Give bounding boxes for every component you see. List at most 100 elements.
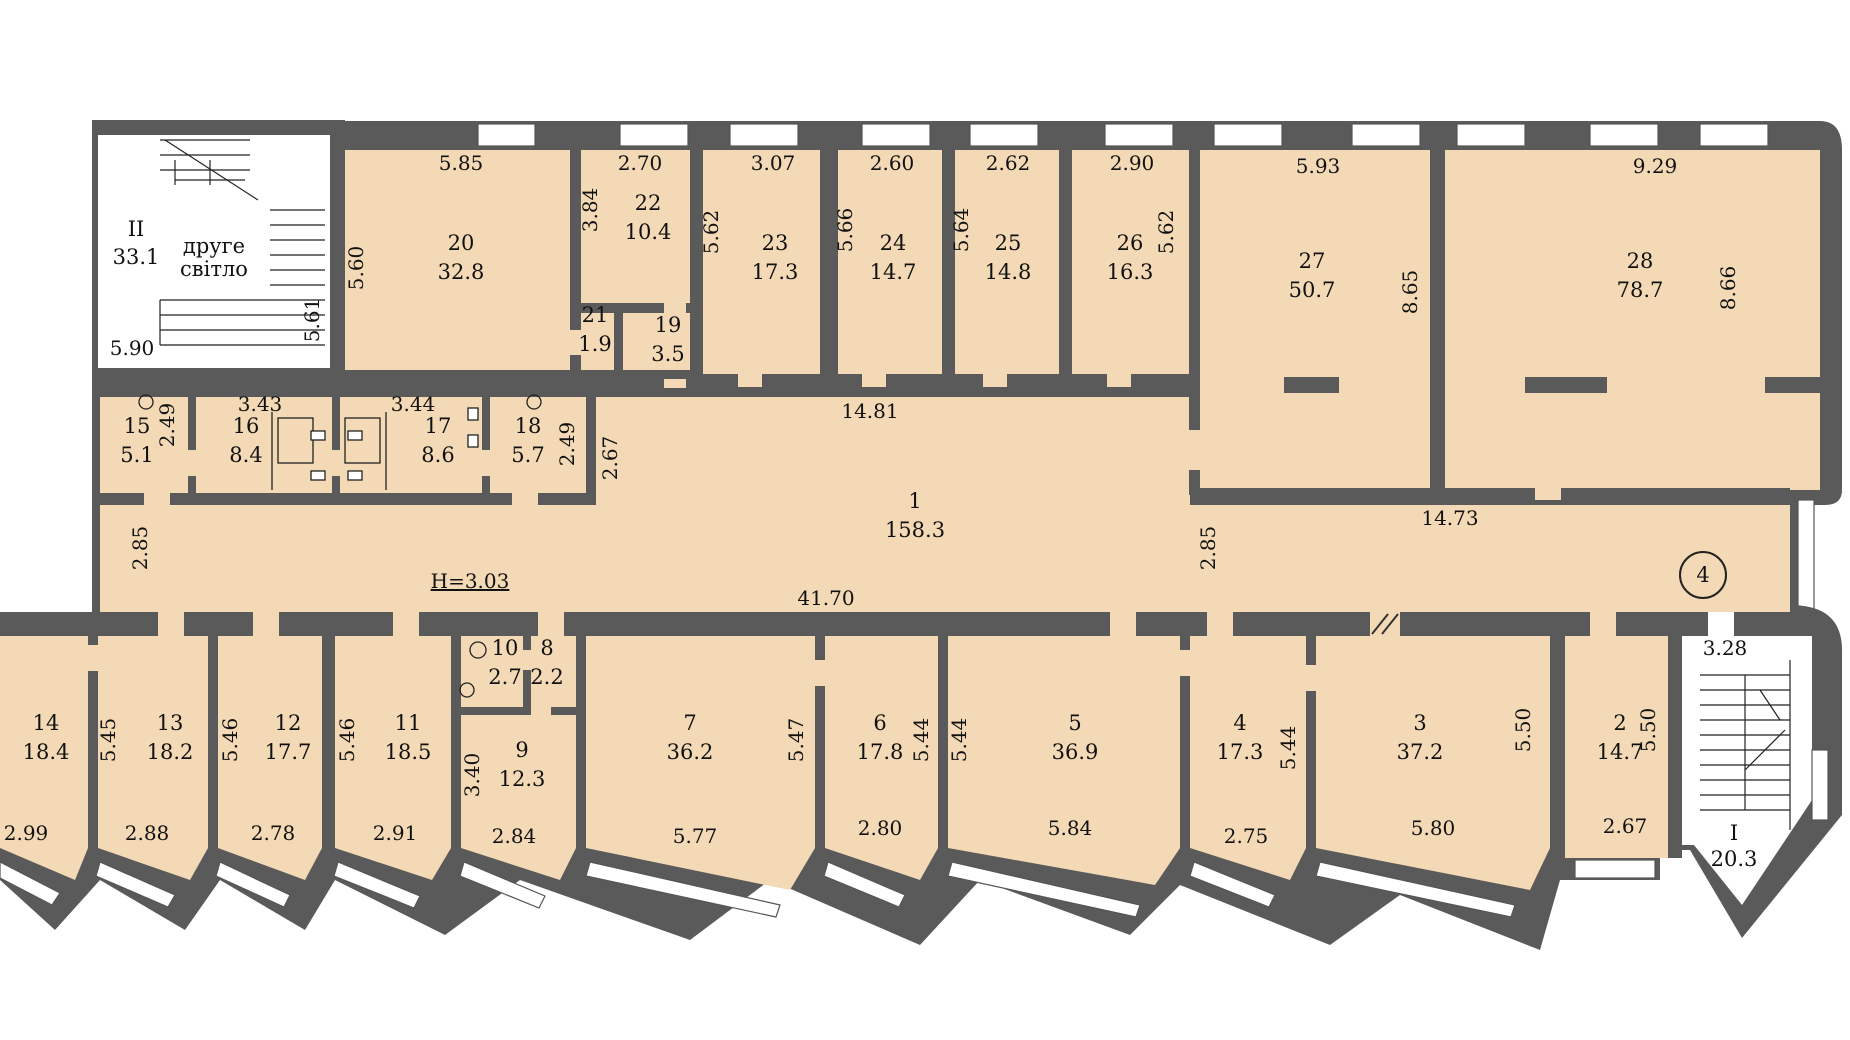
room-number-19: 19 xyxy=(655,313,682,337)
room-area-3: 37.2 xyxy=(1397,740,1444,764)
dimension-d_c5: 2.85 xyxy=(1196,526,1220,571)
second-light-box xyxy=(162,232,267,294)
dimension-d_5h: 5.44 xyxy=(947,718,971,763)
room-number-25: 25 xyxy=(995,231,1022,255)
room-26-floor xyxy=(1072,150,1189,374)
room-area-20: 32.8 xyxy=(438,260,485,284)
room-number-3: 3 xyxy=(1413,711,1426,735)
room-area-16: 8.4 xyxy=(229,443,262,467)
dimension-d_26w: 2.90 xyxy=(1110,151,1155,175)
dimension-d_4h: 5.44 xyxy=(1276,726,1300,771)
room-11-floor xyxy=(335,636,451,880)
dimension-d_3h: 5.50 xyxy=(1511,708,1535,753)
room-area-2: 14.7 xyxy=(1597,740,1644,764)
room-22-floor xyxy=(581,150,690,303)
room-20-floor xyxy=(345,150,570,370)
room-area-26: 16.3 xyxy=(1107,260,1154,284)
top-wing xyxy=(92,120,1842,626)
room-25-floor xyxy=(955,150,1059,374)
room-number-16: 16 xyxy=(233,414,260,438)
room-area-14: 18.4 xyxy=(23,740,70,764)
room-area-6: 17.8 xyxy=(857,740,904,764)
room-1-floor xyxy=(100,397,1790,612)
doors-bottom xyxy=(88,612,1734,715)
dimension-d_c6: 41.70 xyxy=(797,586,854,610)
room-number-15: 15 xyxy=(124,414,151,438)
dimension-d_st2w: 5.90 xyxy=(110,336,155,360)
room-number-12: 12 xyxy=(275,711,302,735)
dimension-d_4w: 2.75 xyxy=(1224,824,1269,848)
room-number-6: 6 xyxy=(873,711,886,735)
dimension-d_25w: 2.62 xyxy=(986,151,1031,175)
room-number-9: 9 xyxy=(515,738,528,762)
room-8-floor xyxy=(531,636,576,707)
second-light-line2: світло xyxy=(180,257,248,281)
room-27-floor xyxy=(1200,150,1430,495)
windows-top xyxy=(477,123,1815,626)
room-number-13: 13 xyxy=(157,711,184,735)
dimension-d_18h: 2.49 xyxy=(555,422,579,467)
room-area-13: 18.2 xyxy=(147,740,194,764)
room-area-17: 8.6 xyxy=(421,443,454,467)
dimension-d_2h: 5.50 xyxy=(1636,708,1660,753)
room-number-4: 4 xyxy=(1233,711,1246,735)
room-area-22: 10.4 xyxy=(625,220,672,244)
room-number-7: 7 xyxy=(683,711,696,735)
dimension-d_26h: 5.62 xyxy=(1154,210,1178,255)
room-18-floor xyxy=(490,397,586,493)
dimension-d_12w: 2.78 xyxy=(251,821,296,845)
room-area-27: 50.7 xyxy=(1289,278,1336,302)
room-area-7: 36.2 xyxy=(667,740,714,764)
room-number-8: 8 xyxy=(540,636,553,660)
room-7-floor xyxy=(586,636,815,890)
dimension-d_23w: 3.07 xyxy=(751,151,796,175)
dimension-d_27h: 8.65 xyxy=(1398,270,1422,315)
room-area-15: 5.1 xyxy=(120,443,153,467)
room-number-18: 18 xyxy=(515,414,542,438)
stair-I-area xyxy=(1682,636,1812,905)
room-area-1: 158.3 xyxy=(885,518,945,542)
dimension-d_11h: 5.46 xyxy=(335,718,359,763)
room-number-24: 24 xyxy=(880,231,907,255)
dimension-d_c1: 2.67 xyxy=(598,436,622,481)
wc-fixtures-bottom xyxy=(459,641,487,698)
dimension-d_7w: 5.77 xyxy=(673,824,718,848)
room-number-1: 1 xyxy=(908,489,921,513)
room-area-5: 36.9 xyxy=(1052,740,1099,764)
room-9-floor xyxy=(461,715,576,880)
dimension-d_17w: 3.44 xyxy=(391,392,436,416)
dimension-d_st1w: 3.28 xyxy=(1703,636,1748,660)
room-17-floor xyxy=(340,397,482,493)
stair-II-treads xyxy=(159,139,325,346)
stair-II-wall-left xyxy=(92,120,98,380)
doors-top xyxy=(144,303,1561,505)
room-3-floor xyxy=(1316,636,1550,890)
dimension-d_12h: 5.46 xyxy=(218,718,242,763)
room-4-floor xyxy=(1190,636,1306,880)
room-area-12: 17.7 xyxy=(265,740,312,764)
dimension-d_c2: 14.81 xyxy=(841,399,898,423)
room-23-floor xyxy=(703,150,820,374)
interior-walls-top xyxy=(92,150,1820,505)
dimension-d_24w: 2.60 xyxy=(870,151,915,175)
room-number-28: 28 xyxy=(1627,249,1654,273)
room-area-19: 3.5 xyxy=(651,342,684,366)
room-area-18: 5.7 xyxy=(511,443,544,467)
dimension-d_c4: 2.85 xyxy=(128,526,152,571)
room-area-10: 2.7 xyxy=(488,665,521,689)
room-2-floor xyxy=(1565,636,1668,858)
room-24-floor xyxy=(838,150,942,374)
dimension-d_9w: 2.84 xyxy=(492,824,537,848)
stair-II-id: II xyxy=(128,217,145,241)
stair-I-id: I xyxy=(1730,821,1738,845)
room-14-floor xyxy=(0,636,88,880)
second-light-line1: друге xyxy=(183,234,245,258)
room-area-9: 12.3 xyxy=(499,767,546,791)
dimension-d_25h: 5.64 xyxy=(949,208,973,253)
room-5-floor xyxy=(948,636,1180,885)
dimension-d_c3: 14.73 xyxy=(1421,506,1478,530)
dimension-d_st2h: 5.61 xyxy=(300,298,324,343)
dimension-d_2w: 2.67 xyxy=(1603,814,1648,838)
room-16-floor xyxy=(196,397,332,493)
